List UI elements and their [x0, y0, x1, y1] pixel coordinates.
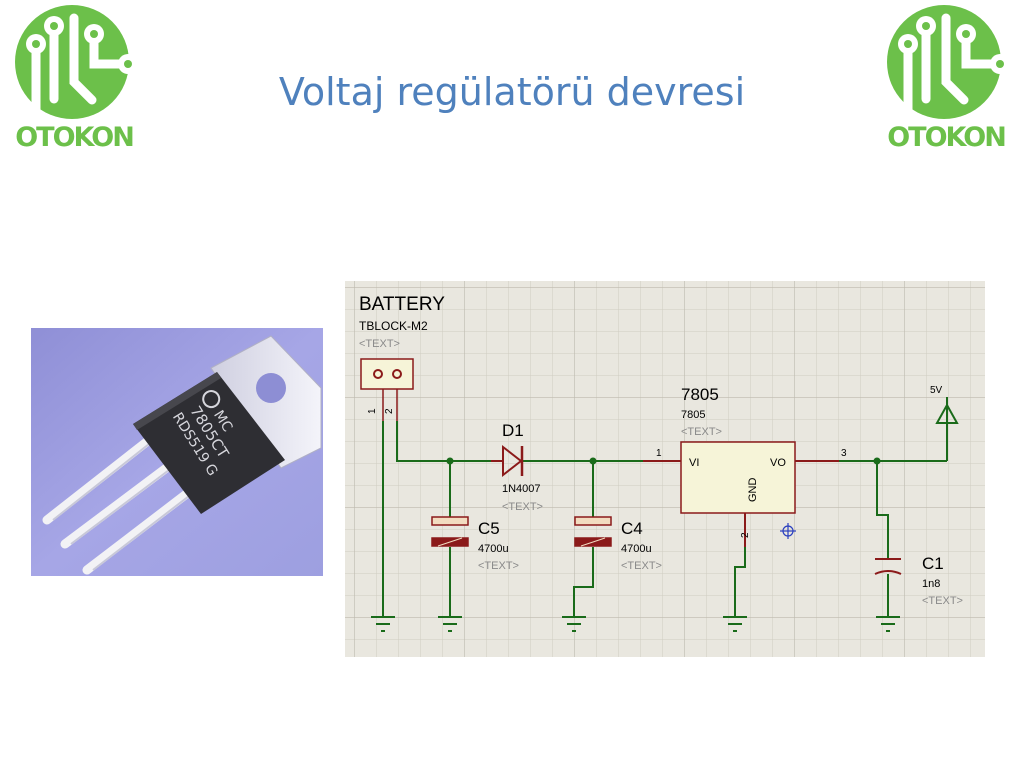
capacitor-c1[interactable]: [874, 558, 902, 575]
battery-type: TBLOCK-M2: [359, 319, 428, 333]
u1-text: <TEXT>: [681, 426, 722, 438]
junctions: [446, 457, 881, 465]
u1-pin2: 2: [740, 532, 751, 538]
u1-vi-label: VI: [689, 457, 699, 469]
c5-value: 4700u: [478, 543, 509, 555]
d1-value: 1N4007: [502, 483, 541, 495]
c1-name: C1: [922, 554, 944, 573]
output-terminal-5v[interactable]: [935, 397, 959, 424]
otokon-circuit-icon: [15, 5, 138, 119]
otokon-logo-text: OTOKON: [887, 122, 1007, 153]
ground-icon: [371, 616, 395, 632]
u1-vo-label: VO: [770, 457, 786, 469]
otokon-logo-left: OTOKON: [6, 4, 142, 154]
ground-icon: [562, 616, 586, 632]
pin-segments: [643, 460, 839, 547]
u1-value: 7805: [681, 409, 705, 421]
d1-text: <TEXT>: [502, 501, 543, 513]
otokon-circuit-icon: [887, 5, 1010, 119]
c4-name: C4: [621, 519, 643, 538]
u1-name: 7805: [681, 385, 719, 404]
otokon-logo-right: OTOKON: [878, 4, 1014, 154]
regulator-schematic: BATTERY TBLOCK-M2 <TEXT> 1 2 D1 1N4007 <…: [345, 281, 985, 657]
c5-text: <TEXT>: [478, 560, 519, 572]
ground-icon: [723, 616, 747, 632]
ground-symbols: [371, 616, 900, 632]
otokon-logo-text: OTOKON: [15, 122, 135, 153]
battery-pin1: 1: [367, 408, 378, 414]
crosshair-icon: [780, 523, 796, 539]
c4-text: <TEXT>: [621, 560, 662, 572]
regulator-7805[interactable]: [680, 441, 796, 514]
c4-value: 4700u: [621, 543, 652, 555]
ground-icon: [438, 616, 462, 632]
capacitor-c4[interactable]: [574, 516, 612, 547]
d1-name: D1: [502, 421, 524, 440]
ground-icon: [876, 616, 900, 632]
u1-pin3: 3: [841, 448, 847, 459]
c5-name: C5: [478, 519, 500, 538]
battery-pin2: 2: [384, 408, 395, 414]
battery-name: BATTERY: [359, 294, 445, 315]
u1-gnd-label: GND: [747, 478, 759, 503]
c1-text: <TEXT>: [922, 595, 963, 607]
slide-title: Voltaj regülatörü devresi: [278, 70, 746, 114]
diode-d1[interactable]: [491, 444, 524, 478]
battery-text: <TEXT>: [359, 338, 400, 350]
c1-value: 1n8: [922, 578, 940, 590]
capacitor-c5[interactable]: [431, 516, 469, 547]
output-label: 5V: [930, 385, 943, 396]
battery-connector[interactable]: [360, 358, 414, 421]
u1-pin1: 1: [656, 448, 662, 459]
regulator-photo: MC 7805CT RDS519 G: [31, 328, 323, 576]
